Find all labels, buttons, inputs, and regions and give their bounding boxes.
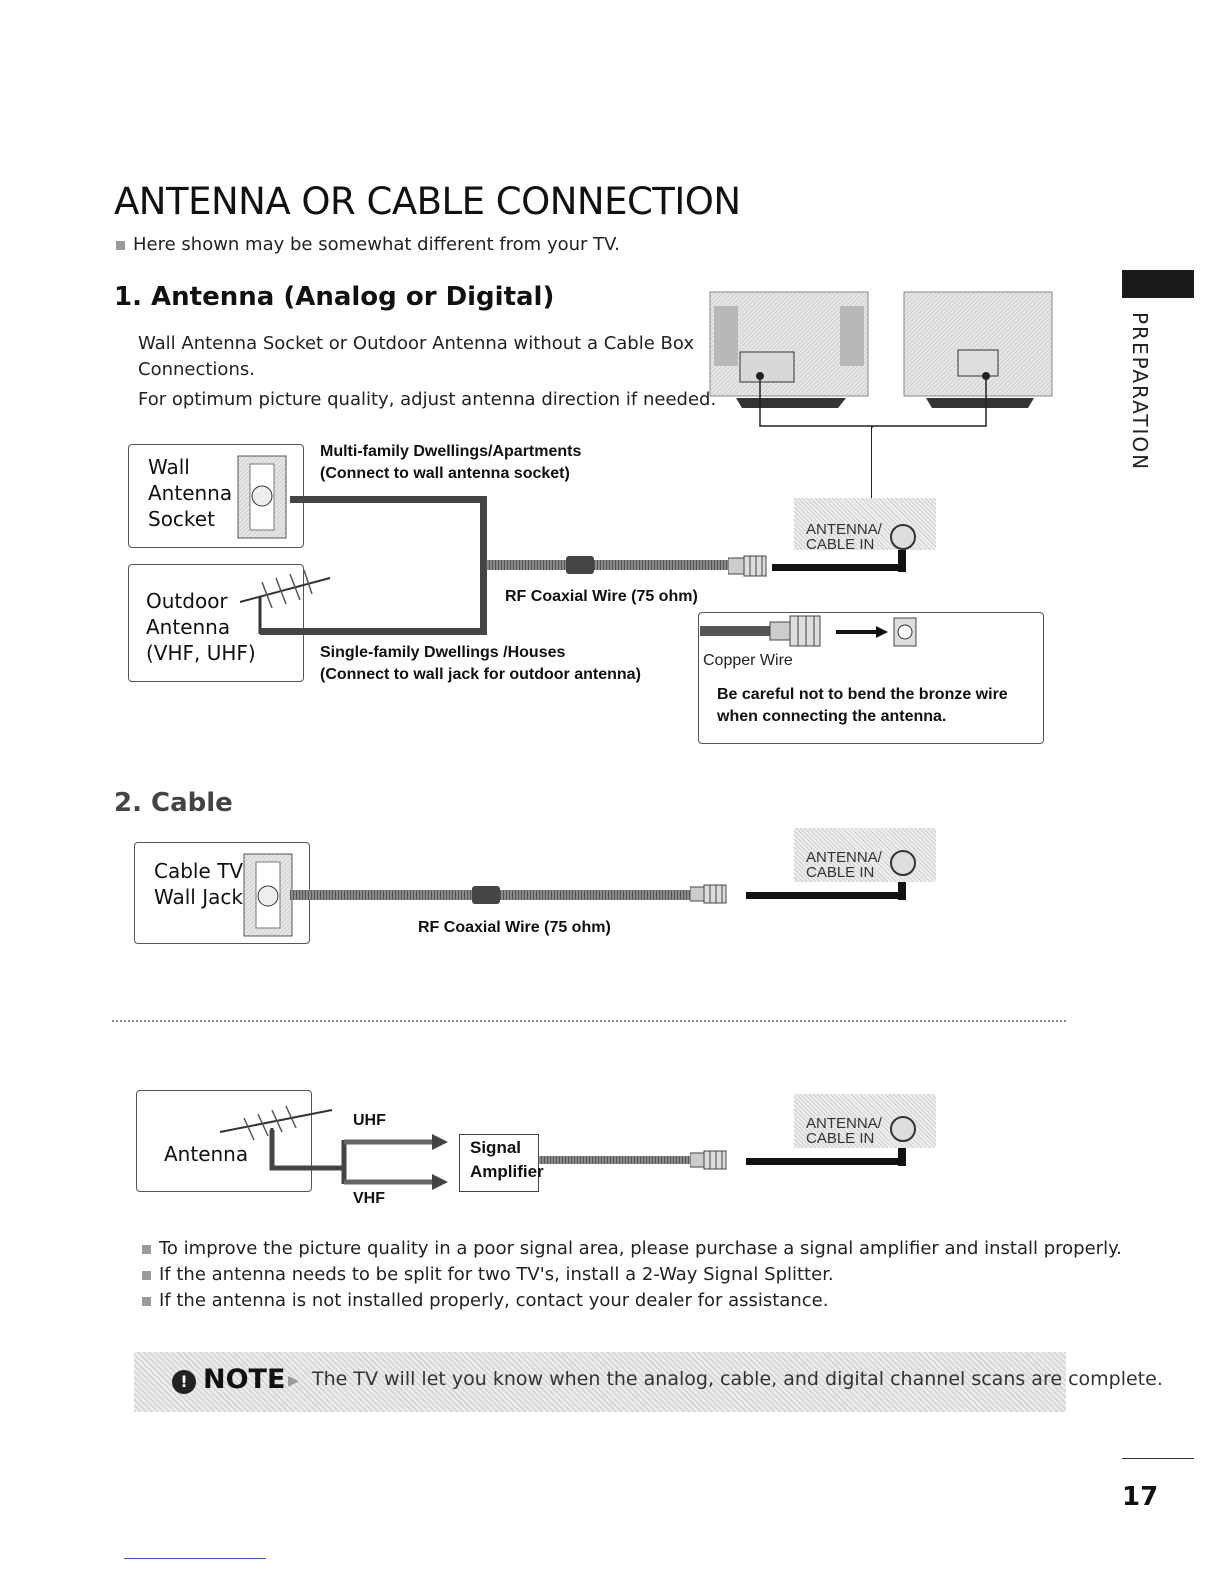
bullet-icon [142, 1244, 151, 1254]
subtitle-note: Here shown may be somewhat different fro… [116, 234, 620, 255]
tips-list: To improve the picture quality in a poor… [142, 1236, 1122, 1314]
f-connector-icon [690, 1150, 906, 1170]
ferrite-core [472, 886, 500, 904]
footer-underline [124, 1558, 266, 1559]
f-connector-icon [728, 555, 904, 577]
cable-tv-wall-jack-label: Cable TV Wall Jack [154, 859, 244, 909]
outdoor-antenna-cable [260, 628, 486, 635]
tv-rear-left-icon [709, 291, 869, 408]
uhf-label: UHF [353, 1112, 386, 1129]
note-banner [134, 1352, 1066, 1412]
signal-amplifier-box [459, 1134, 539, 1192]
rf-wire-label: RF Coaxial Wire (75 ohm) [505, 588, 698, 605]
outdoor-antenna-box [128, 564, 304, 682]
cable-riser [898, 528, 906, 572]
page-number-rule [1122, 1458, 1194, 1459]
antenna-jack-icon [890, 524, 916, 550]
tv-pointer-line [871, 426, 872, 498]
tv-rear-right-icon [903, 291, 1053, 408]
antenna-box [136, 1090, 312, 1192]
outdoor-antenna-icon [239, 569, 331, 634]
section-divider [112, 1020, 1066, 1022]
f-connector-icon [690, 884, 906, 904]
section1-intro: Wall Antenna Socket or Outdoor Antenna w… [138, 333, 717, 410]
vhf-label: VHF [353, 1190, 385, 1207]
antenna-jack-icon [890, 1116, 916, 1142]
section2-heading: 2. Cable [114, 788, 233, 818]
antenna-cable-in-label: ANTENNA/ CABLE IN [806, 521, 882, 553]
wall-antenna-socket-label: Wall Antenna Socket [148, 455, 233, 531]
section-tab-marker [1122, 270, 1194, 298]
connector-closeup-icon [700, 615, 917, 647]
signal-amplifier-label: Signal Amplifier [470, 1138, 544, 1181]
tv-rear-illustrations [709, 291, 1053, 428]
bullet-icon [116, 240, 125, 250]
antenna-jack-icon [890, 850, 916, 876]
cable-junction [480, 496, 487, 635]
bullet-icon [142, 1296, 151, 1306]
page-title: ANTENNA OR CABLE CONNECTION [114, 180, 741, 223]
antenna-label: Antenna [164, 1142, 249, 1166]
list-item: To improve the picture quality in a poor… [142, 1236, 1122, 1262]
wall-socket-icon [237, 455, 287, 539]
rf-wire-label: RF Coaxial Wire (75 ohm) [418, 919, 611, 936]
note-alert-icon: ! [172, 1370, 196, 1394]
single-family-label: Single-family Dwellings /Houses (Connect… [320, 644, 641, 683]
section-tab-label: PREPARATION [1128, 312, 1152, 472]
uhf-vhf-split-lines [269, 1130, 448, 1190]
rf-coaxial-wire [538, 1156, 690, 1164]
antenna-cable-in-label: ANTENNA/ CABLE IN [806, 849, 882, 881]
section1-heading: 1. Antenna (Analog or Digital) [114, 282, 555, 312]
bullet-icon [142, 1270, 151, 1280]
note-text: The TV will let you know when the analog… [312, 1368, 1163, 1390]
list-item: If the antenna needs to be split for two… [142, 1262, 1122, 1288]
page-number: 17 [1122, 1482, 1159, 1512]
multi-family-label: Multi-family Dwellings/Apartments (Conne… [320, 443, 582, 482]
outdoor-antenna-label: Outdoor Antenna (VHF, UHF) [146, 589, 256, 665]
triangle-right-icon: ▶ [288, 1373, 299, 1389]
wall-socket-cable [290, 496, 486, 503]
copper-wire-label: Copper Wire [703, 652, 793, 669]
cable-wall-jack-icon [243, 853, 293, 937]
ferrite-core [566, 556, 594, 574]
antenna-cable-in-label: ANTENNA/ CABLE IN [806, 1115, 882, 1147]
rf-coaxial-wire [486, 560, 730, 570]
caution-text: Be careful not to bend the bronze wire w… [717, 686, 1008, 725]
note-label: NOTE [203, 1364, 286, 1395]
list-item: If the antenna is not installed properly… [142, 1288, 1122, 1314]
